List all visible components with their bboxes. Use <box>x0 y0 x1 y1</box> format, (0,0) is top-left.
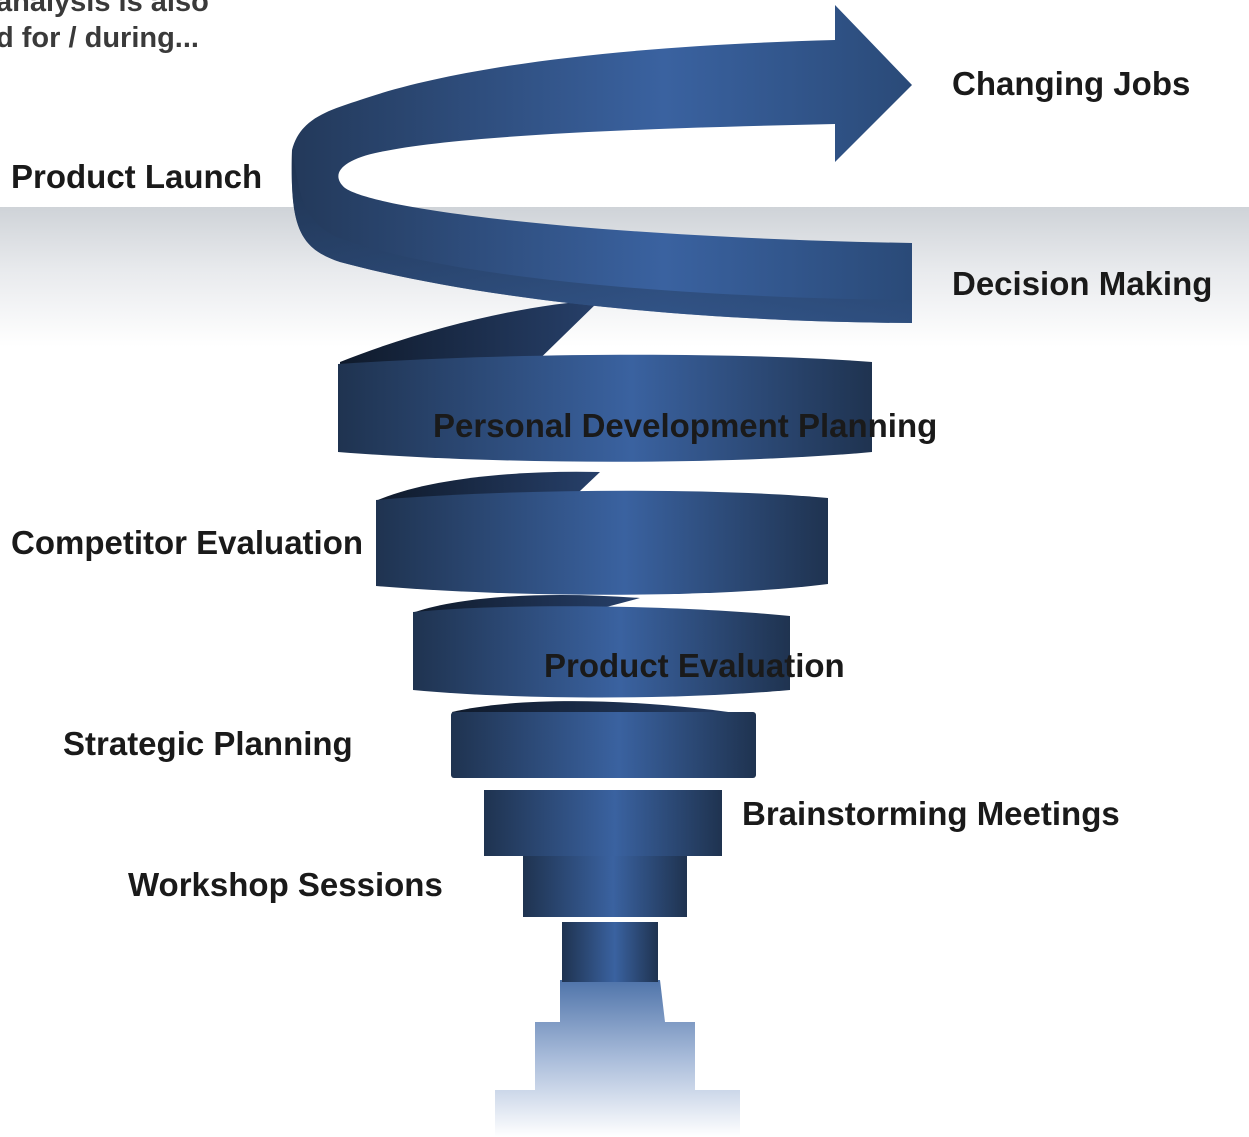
base-column <box>562 922 658 982</box>
spiral-ring-2 <box>484 790 722 856</box>
label-brainstorming-meetings: Brainstorming Meetings <box>742 795 1120 832</box>
label-decision-making: Decision Making <box>952 265 1213 302</box>
label-personal-development-planning: Personal Development Planning <box>433 407 938 444</box>
label-strategic-planning: Strategic Planning <box>63 725 353 762</box>
label-product-evaluation: Product Evaluation <box>544 647 845 684</box>
spiral-ring-1 <box>523 855 687 917</box>
label-product-launch: Product Launch <box>11 158 263 195</box>
header-text: analysis is also d for / during... <box>0 0 209 56</box>
spiral-ring-6 <box>338 354 872 462</box>
spiral-top-band-shade <box>291 150 913 323</box>
spiral-ring-4 <box>413 606 790 698</box>
spiral-ring-3 <box>451 712 756 778</box>
label-competitor-evaluation: Competitor Evaluation <box>11 524 364 561</box>
spiral-ring-5 <box>376 490 828 595</box>
header-line-2: d for / during... <box>0 22 199 54</box>
spiral-top-band <box>291 5 913 323</box>
label-workshop-sessions: Workshop Sessions <box>128 866 443 903</box>
base-stem <box>495 980 740 1137</box>
header-line-1: analysis is also <box>0 0 209 18</box>
label-changing-jobs: Changing Jobs <box>952 65 1191 102</box>
